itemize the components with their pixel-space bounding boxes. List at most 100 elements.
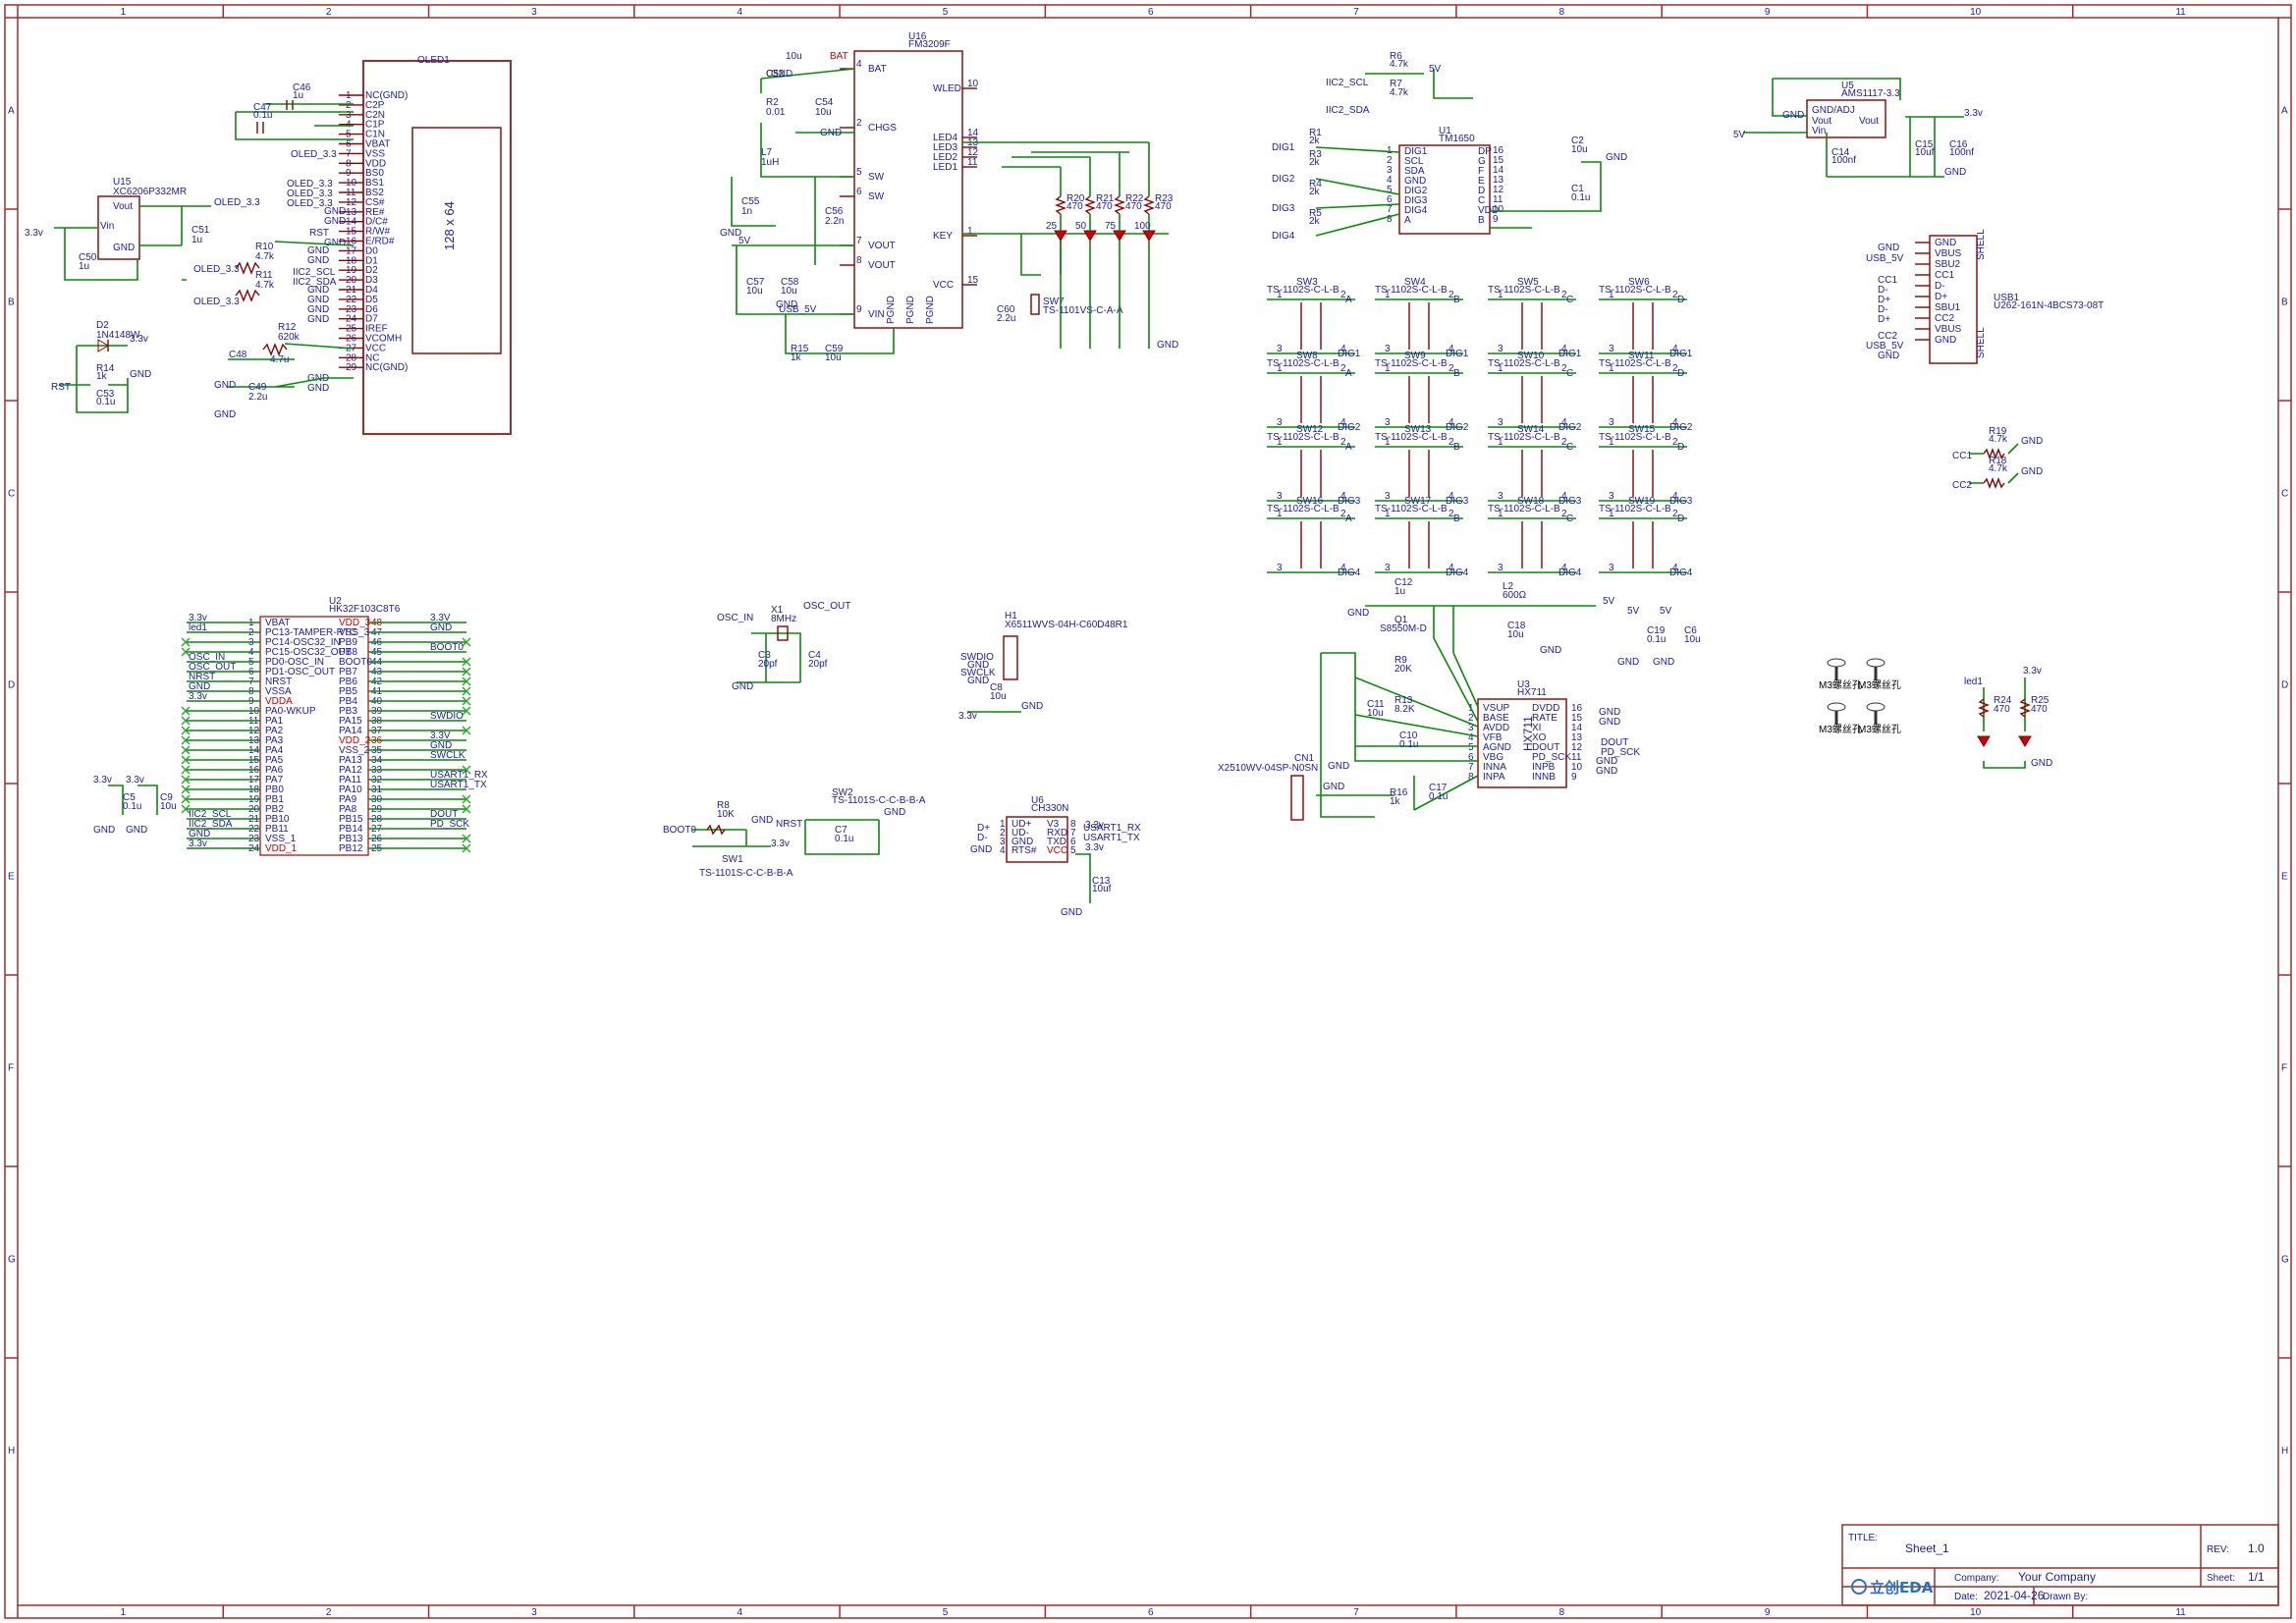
svg-text:C9: C9 [160, 792, 173, 803]
resistor-value: 470 [1155, 201, 1172, 212]
usb-pin: VBUS [1935, 248, 1962, 259]
row-marker: H [8, 1446, 15, 1457]
column-marker: 4 [737, 7, 742, 18]
svg-text:R8: R8 [717, 800, 730, 811]
screw-hole-icon [1827, 702, 1846, 725]
oled-pin: C2P [365, 100, 385, 111]
mcu-pin: PC13-TAMPER-RTC [265, 627, 356, 638]
u16-pin: LED2 [933, 152, 957, 163]
switch-part: TS-1102S-C-L-B [1488, 358, 1560, 369]
mcu-net: PD_SCK [430, 819, 469, 830]
u16-pin-number: 14 [967, 128, 979, 138]
row-marker: H [2281, 1446, 2288, 1457]
svg-text:SHELL: SHELL [1976, 229, 1987, 260]
svg-text:GND: GND [1596, 766, 1617, 777]
tm1650-pin-number: 15 [1493, 155, 1504, 166]
switch-ref: SW10 [1517, 351, 1545, 361]
oled-net: GND [324, 216, 346, 227]
switch-pin: 2 [1561, 509, 1567, 519]
tm1650-pin-number: 7 [1387, 204, 1393, 215]
svg-text:H1: H1 [1005, 611, 1017, 622]
switch-row-net: DIG4 [1446, 568, 1469, 578]
tm1650-pin-number: 13 [1493, 175, 1504, 186]
svg-text:8MHz: 8MHz [771, 614, 796, 624]
svg-text:0.1u: 0.1u [835, 834, 853, 844]
mcu-pin: PA4 [265, 745, 284, 756]
mcu-net: DOUT [430, 809, 458, 820]
tm1650-pin-number: 1 [1387, 145, 1393, 156]
svg-text:SWDIO: SWDIO [960, 652, 994, 663]
ch330-pin: RXD [1047, 828, 1067, 839]
svg-text:GND: GND [967, 676, 989, 686]
svg-text:IIC2_SCL: IIC2_SCL [1326, 78, 1369, 88]
svg-text:GND: GND [1061, 907, 1082, 918]
switch-pin: 1 [1277, 363, 1283, 374]
screw-hole-label: M3螺丝孔 [1858, 679, 1901, 691]
company-value: Your Company [2018, 1570, 2096, 1584]
svg-text:NRST: NRST [776, 819, 802, 830]
switch-pin: 1 [1277, 509, 1283, 519]
sheet-label: Sheet: [2207, 1573, 2235, 1584]
svg-text:C49: C49 [248, 382, 267, 393]
switch-col-net: C [1566, 442, 1573, 453]
svg-text:C6: C6 [1684, 625, 1697, 636]
svg-text:TM1650: TM1650 [1439, 134, 1475, 144]
switch-part: TS-1102S-C-L-B [1267, 358, 1339, 369]
u16-charger: U16 FM3209F BAT4CHGS2SW5SW6VOUT7VOUT8VIN… [720, 31, 1178, 363]
mcu-net: 3.3V [430, 730, 451, 741]
resistor [1143, 195, 1155, 215]
svg-text:R7: R7 [1390, 79, 1402, 89]
oled-pin: BS0 [365, 168, 384, 179]
oled-net: GND [214, 380, 236, 391]
mcu-net: USART1_TX [430, 780, 487, 790]
hx711-pin: VFB [1483, 732, 1503, 743]
switch-pin: 4 [1340, 417, 1346, 428]
svg-text:3.3v: 3.3v [1085, 842, 1104, 853]
oled-pin-list: NC(GND)1C2P2C2N3C1P4C1N5VBAT6VSS7VDD8BS0… [339, 90, 408, 373]
row-marker: F [8, 1063, 14, 1074]
switch-pin: 3 [1498, 563, 1503, 573]
svg-text:GND: GND [970, 844, 992, 855]
switch-pin: 2 [1340, 363, 1346, 374]
svg-text:620k: 620k [278, 332, 301, 343]
oled-net: GND [307, 383, 329, 394]
switch-row-net: DIG2 [1446, 422, 1469, 433]
ch330-pin-number: 6 [1070, 837, 1076, 847]
switch-ref: SW11 [1628, 351, 1655, 361]
mcu-pin: PD0-OSC_IN [265, 657, 324, 668]
svg-text:R19: R19 [1989, 426, 2007, 437]
svg-text:C19: C19 [1647, 625, 1666, 636]
switch-part: TS-1102S-C-L-B [1267, 504, 1339, 514]
svg-text:C3: C3 [758, 650, 771, 661]
svg-text:1k: 1k [96, 371, 108, 382]
hx711-pin-number: 3 [1468, 723, 1474, 733]
svg-text:C17: C17 [1429, 783, 1448, 793]
svg-text:3.3v: 3.3v [130, 334, 148, 345]
switch-ref: SW8 [1296, 351, 1318, 361]
resistor [1114, 195, 1125, 215]
oled-net: GND [307, 314, 329, 325]
oled-pin: D0 [365, 245, 378, 256]
switch-ref: SW5 [1517, 277, 1539, 288]
hx711-pin: AGND [1483, 742, 1511, 753]
svg-text:DIG2: DIG2 [1272, 174, 1295, 185]
svg-text:HK32F103C8T6: HK32F103C8T6 [329, 604, 401, 615]
column-marker: 2 [326, 1607, 332, 1618]
hx711-pin: AVDD [1483, 723, 1509, 733]
u16-pin-number: 11 [967, 157, 978, 168]
mcu-pin: PA7 [265, 775, 284, 785]
svg-text:GND: GND [1157, 340, 1178, 351]
switch-col-net: B [1453, 514, 1460, 524]
row-marker: B [8, 298, 15, 308]
column-marker: 2 [326, 7, 332, 18]
oled-pin: D/C# [365, 217, 388, 228]
svg-text:FM3209F: FM3209F [908, 39, 951, 50]
hx711-pin-number: 11 [1571, 752, 1582, 763]
u16-pin: LED3 [933, 142, 957, 153]
svg-text:1N4148W: 1N4148W [96, 330, 140, 341]
column-marker: 10 [1970, 1607, 1982, 1618]
